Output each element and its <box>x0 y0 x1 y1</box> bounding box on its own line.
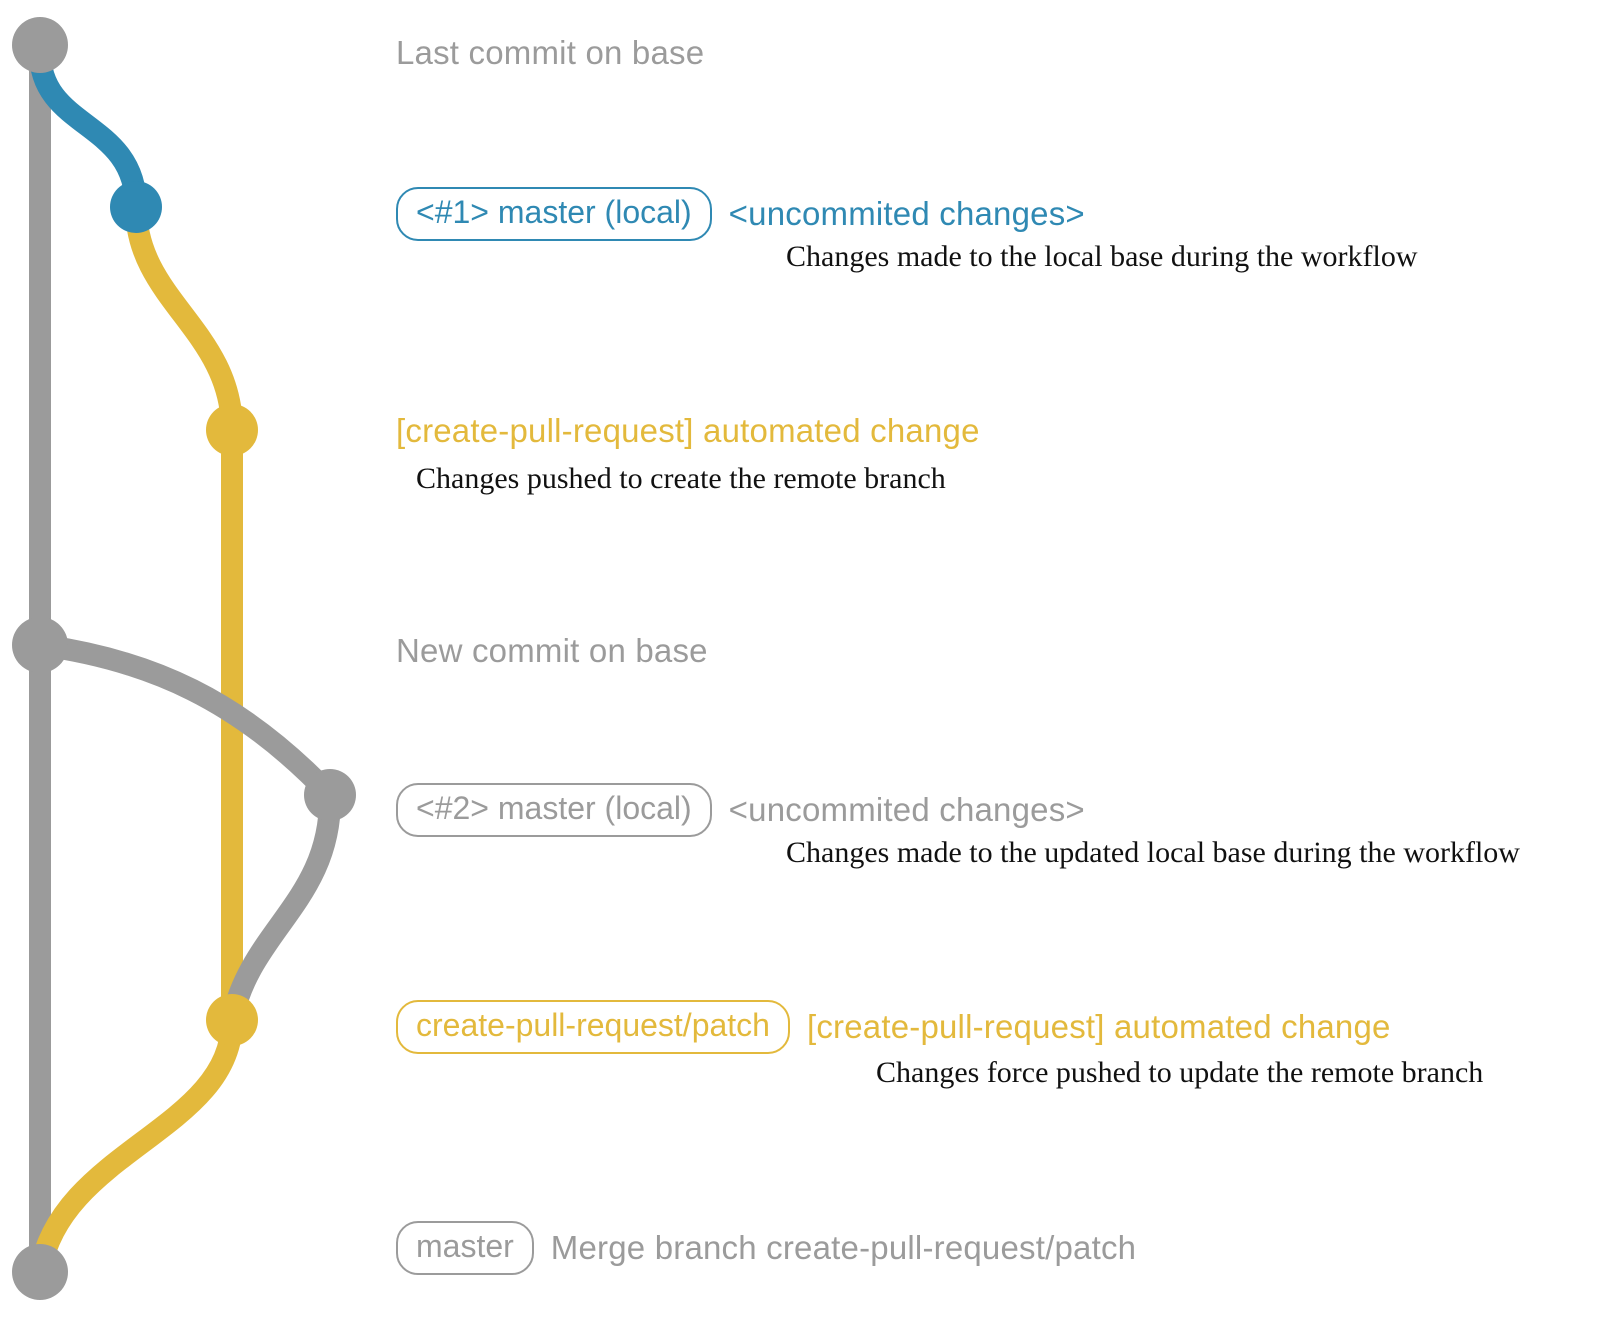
edge-patch-2-to-merge <box>29 1009 243 1283</box>
commit-subject-new-commit-on-base: New commit on base <box>396 632 708 669</box>
edge-base-2-to-local-2 <box>29 634 341 806</box>
ref-badge-master-local-2[interactable]: <#2> master (local) <box>396 783 712 837</box>
edge-local-2-to-patch-2 <box>221 784 342 1031</box>
commit-row-master-local-1: <#1> master (local) <uncommited changes> <box>396 187 1085 241</box>
commit-nodes <box>12 17 356 1300</box>
commit-node-master-local-2[interactable] <box>304 769 356 821</box>
commit-row-automated-change-2: create-pull-request/patch [create-pull-re… <box>396 1000 1391 1054</box>
ref-badge-automated-change-2[interactable]: create-pull-request/patch <box>396 1000 790 1054</box>
edge-local-1-to-patch-1 <box>125 196 243 441</box>
commit-row-new-commit-on-base: New commit on base <box>396 632 708 670</box>
commit-description-automated-change-1: Changes pushed to create the remote bran… <box>416 462 946 495</box>
commit-node-new-commit-on-base[interactable] <box>12 617 68 673</box>
commit-row-master-local-2: <#2> master (local) <uncommited changes> <box>396 783 1085 837</box>
commit-subject-master-local-2: <uncommited changes> <box>728 790 1085 828</box>
commit-subject-master-local-1: <uncommited changes> <box>728 194 1085 232</box>
commit-description-master-local-2: Changes made to the updated local base d… <box>786 836 1520 869</box>
commit-row-merge-master: master Merge branch create-pull-request/p… <box>396 1221 1136 1275</box>
commit-subject-automated-change-1: [create-pull-request] automated change <box>396 412 980 449</box>
commit-subject-last-commit-on-base: Last commit on base <box>396 34 705 71</box>
commit-subject-merge-master: Merge branch create-pull-request/patch <box>550 1228 1137 1266</box>
commit-node-last-commit-on-base[interactable] <box>12 17 68 73</box>
ref-badge-merge-master[interactable]: master <box>396 1221 534 1275</box>
ref-badge-master-local-1[interactable]: <#1> master (local) <box>396 187 712 241</box>
commit-description-automated-change-2: Changes force pushed to update the remot… <box>876 1056 1484 1089</box>
commit-node-master-local-1[interactable] <box>110 181 162 233</box>
commit-subject-automated-change-2: [create-pull-request] automated change <box>806 1007 1391 1045</box>
commit-row-last-commit-on-base: Last commit on base <box>396 34 704 72</box>
edge-base-to-local-1 <box>29 41 147 218</box>
commit-node-automated-change-2[interactable] <box>206 994 258 1046</box>
commit-row-automated-change-1: [create-pull-request] automated change <box>396 412 980 450</box>
commit-description-master-local-1: Changes made to the local base during th… <box>786 240 1418 273</box>
commit-node-automated-change-1[interactable] <box>206 404 258 456</box>
commit-node-merge-master[interactable] <box>12 1244 68 1300</box>
